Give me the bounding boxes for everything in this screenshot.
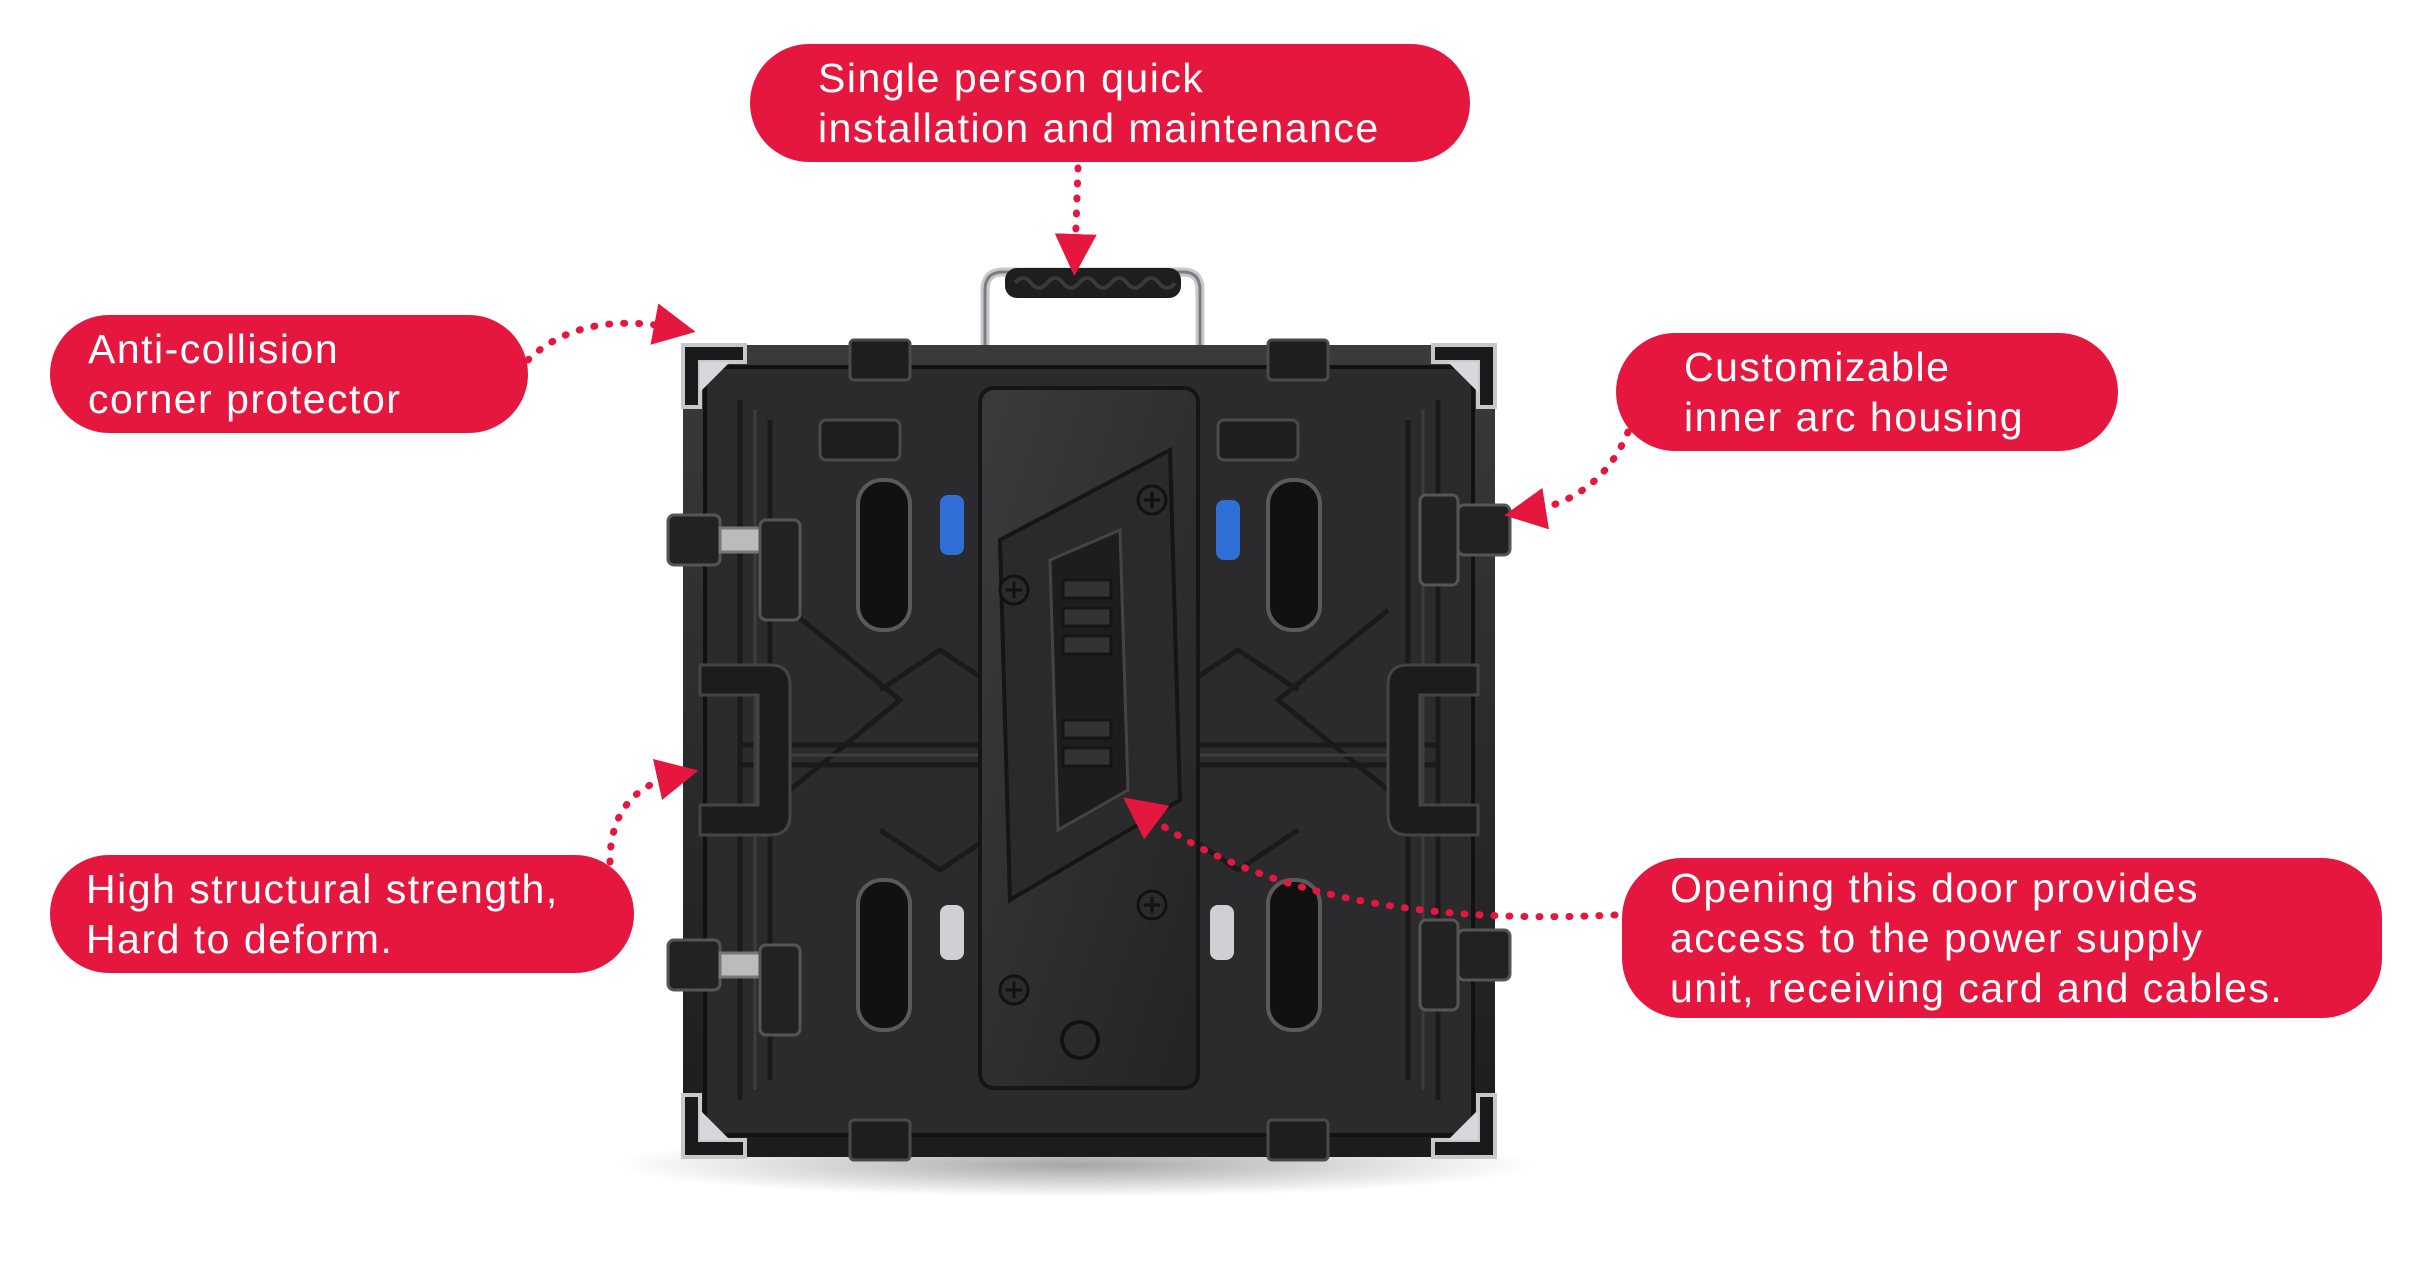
panel-ribs-light	[753, 410, 1425, 1090]
side-handles	[698, 663, 1480, 837]
callout-top-line1: Single person quick	[818, 55, 1205, 101]
side-locks	[666, 493, 1512, 1037]
callout-strength-line1: High structural strength,	[86, 866, 559, 912]
arrow-arc	[1504, 428, 1632, 530]
callout-corner-line1: Anti-collision	[88, 326, 340, 372]
arrow-strength	[606, 759, 699, 866]
arrow-corner	[524, 303, 696, 364]
callout-door-line3: unit, receiving card and cables.	[1670, 965, 2284, 1011]
callout-arc-line1: Customizable	[1684, 344, 1951, 390]
top-handle	[980, 267, 1205, 365]
callout-arc-line2: inner arc housing	[1684, 394, 2025, 440]
access-door	[978, 386, 1200, 1090]
edge-locks	[818, 338, 1330, 1162]
callout-strength-line2: Hard to deform.	[86, 916, 394, 962]
callout-single-person-install: Single person quick installation and mai…	[750, 44, 1470, 162]
callout-structural-strength: High structural strength, Hard to deform…	[50, 855, 634, 973]
callout-top-line2: installation and maintenance	[818, 105, 1380, 151]
corner-protectors	[681, 343, 1497, 1159]
callout-corner-protector: Anti-collision corner protector	[50, 315, 528, 433]
connectors	[940, 495, 1240, 960]
vent-slots	[856, 478, 1322, 1032]
callout-inner-arc-housing: Customizable inner arc housing	[1616, 333, 2118, 451]
arrow-door	[1123, 797, 1619, 921]
callout-door-line2: access to the power supply	[1670, 915, 2204, 961]
cabinet-frame	[683, 345, 1495, 1157]
arrow-top	[1054, 164, 1097, 276]
callout-corner-line2: corner protector	[88, 376, 402, 422]
callout-door-line1: Opening this door provides	[1670, 865, 2200, 911]
callout-access-door: Opening this door provides access to the…	[1622, 858, 2382, 1018]
ground-shadow	[615, 1133, 1535, 1197]
panel-ribs	[737, 400, 1441, 1100]
